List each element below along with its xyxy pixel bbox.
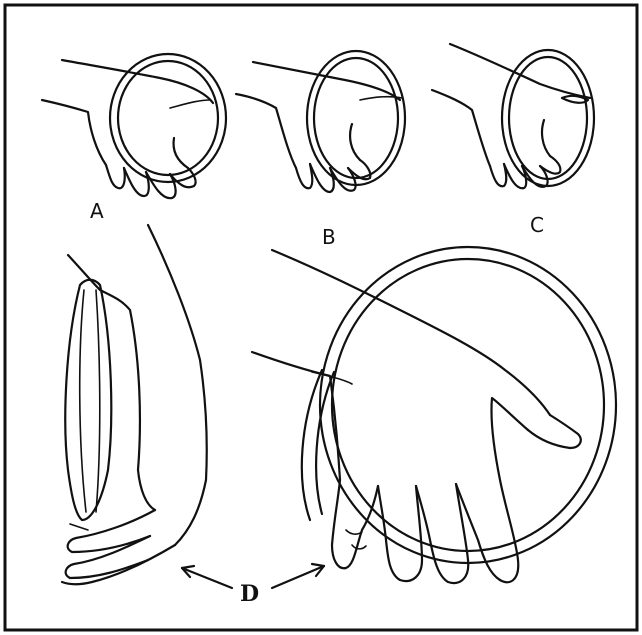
label-c: C xyxy=(530,213,544,237)
label-a: A xyxy=(90,199,104,223)
label-b: B xyxy=(322,225,336,249)
border xyxy=(5,5,637,630)
label-d: D xyxy=(240,581,259,607)
